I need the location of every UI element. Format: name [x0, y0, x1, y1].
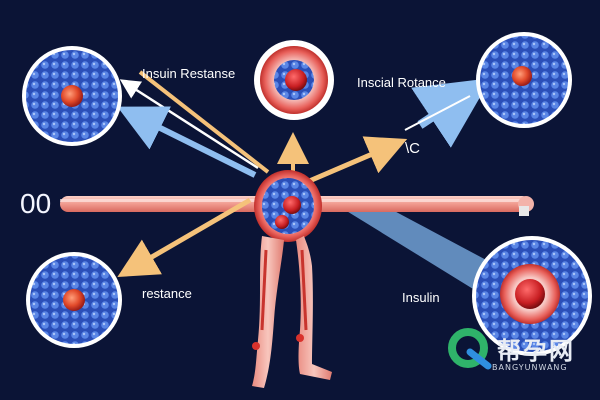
arrow-to-top-left-blue: [117, 106, 257, 178]
cell-top-right: [476, 32, 572, 128]
watermark-subtitle: BANGYUNWANG: [492, 363, 568, 372]
cell-bottom-left: [26, 252, 122, 348]
blue-beam: [345, 198, 490, 292]
label-insulin: Insulin: [402, 290, 440, 305]
cell-top-left: [22, 46, 122, 146]
arrow-to-bottom-left-orange: [117, 197, 252, 278]
arrow-from-left-orange: [138, 70, 270, 174]
cell-bottom-right: [472, 236, 592, 356]
human-figure: [252, 170, 332, 388]
label-insulin-rotance: Inscial Rotance: [357, 75, 446, 90]
cell-top-center: [254, 40, 334, 120]
label-c-mark: \C: [405, 140, 420, 157]
watermark-logo-icon: [448, 328, 492, 370]
arrow-to-top-left-white: [119, 79, 259, 170]
label-zero-zero: 00: [20, 188, 52, 219]
watermark-name: 帮孕网: [497, 337, 575, 365]
arrow-to-top-right-white: [404, 95, 471, 131]
label-insulin-resistance: Insuin Restanse: [142, 66, 236, 81]
arrow-right-orange: [299, 136, 408, 188]
label-resistance: restance: [142, 286, 192, 301]
